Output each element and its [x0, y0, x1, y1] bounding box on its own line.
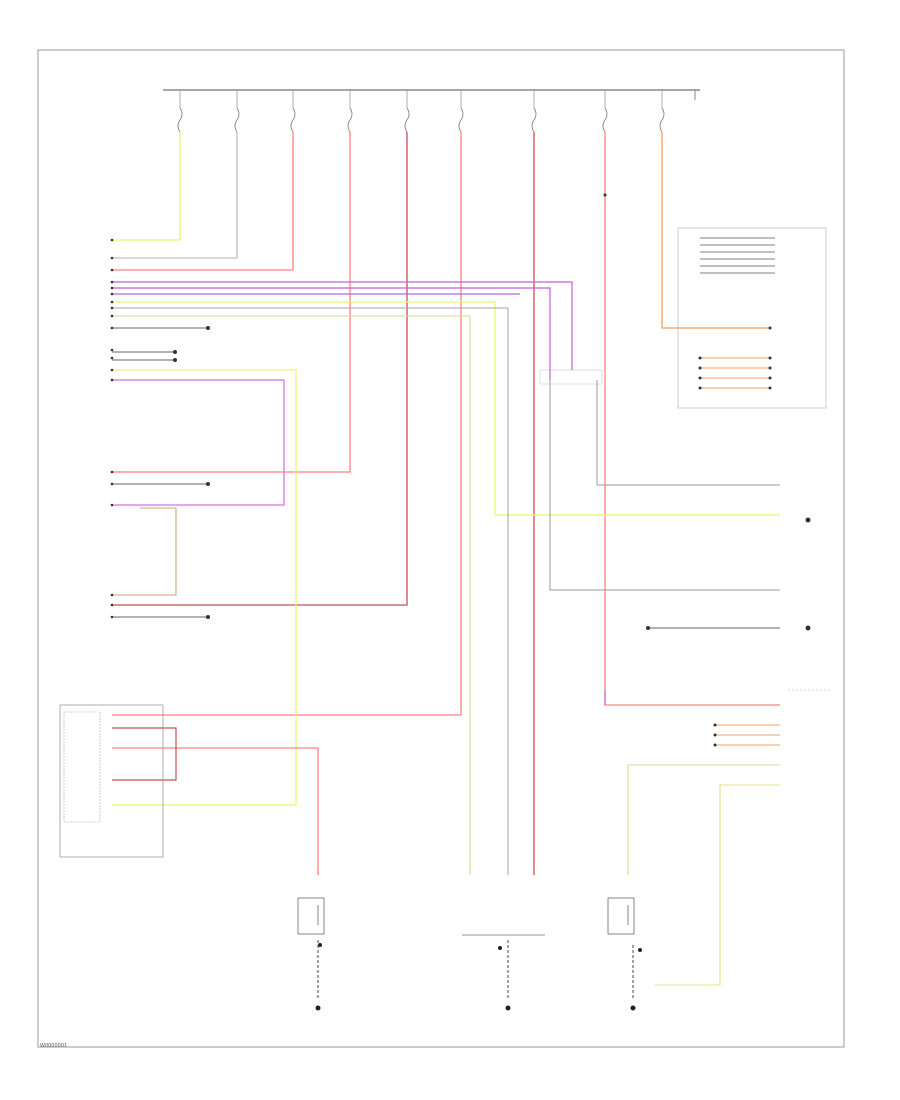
wire-olive-link [112, 507, 177, 596]
wire-red-6 [112, 132, 462, 716]
fuse-7 [531, 107, 537, 133]
wire-yellow-long [112, 301, 780, 516]
fuse-5 [404, 107, 410, 133]
fuse-4 [347, 107, 353, 133]
orange-stubs-lower [715, 724, 780, 746]
fuse-8 [602, 107, 608, 133]
wire-violet-b [112, 287, 551, 380]
wire-grey-ecu-2 [596, 380, 780, 486]
wire-yellow-1 [112, 132, 181, 241]
switch-left-bottom [297, 897, 325, 935]
wire-red-switch-b [112, 727, 177, 781]
connector-stubs-top-right [700, 237, 775, 274]
fuse-1 [177, 107, 183, 133]
fuse-6 [458, 107, 464, 133]
wire-red-8 [604, 132, 780, 706]
wire-yellow-switch [112, 369, 297, 806]
fuse-symbols [177, 107, 665, 133]
switch-right-bottom [607, 897, 635, 935]
wire-red-5 [112, 132, 408, 606]
fuse-9 [659, 107, 665, 133]
wire-yellow-cluster [655, 784, 780, 986]
wire-red-3 [112, 132, 294, 271]
orange-stubs [700, 357, 770, 389]
ground-leads [317, 940, 634, 1000]
wire-olive-long [112, 315, 471, 875]
fuse-drops [179, 90, 663, 108]
wire-grey-2 [112, 132, 238, 259]
page-code: W0000001 [40, 1043, 68, 1049]
diagram-frame [37, 49, 845, 1048]
headlight-switch-inner [63, 711, 101, 823]
wire-grey-long [112, 307, 509, 875]
black-stubs [112, 327, 780, 629]
ecu-block [539, 369, 603, 385]
wire-violet-a [112, 281, 573, 370]
ground-symbols [315, 943, 642, 1011]
wire-red-switch [112, 747, 319, 875]
wire-orange-9 [661, 132, 770, 329]
headlight-switch-box [59, 704, 164, 858]
wire-olive-cluster [627, 764, 780, 875]
connector-pins [110, 193, 811, 747]
connector-block-top-right [677, 227, 827, 409]
wire-grey-ecu-1 [549, 380, 780, 591]
wire-violet-airbag [112, 379, 285, 506]
fuse-2 [234, 107, 240, 133]
fuse-3 [290, 107, 296, 133]
wire-red-4 [112, 132, 351, 473]
